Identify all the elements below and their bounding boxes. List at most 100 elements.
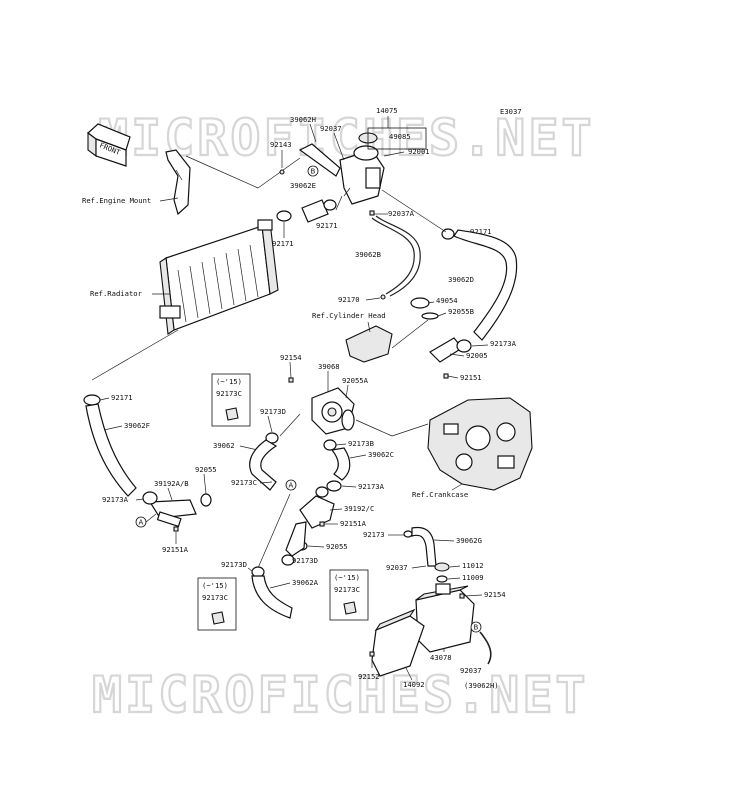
clamp-icon-left-top [225,407,239,421]
part-92151a-m: 92151A [340,519,367,528]
part-39062a: 39062A [292,578,319,587]
clamp-92173a-m [326,480,342,492]
hose-39062h [298,143,341,177]
part-39062: 39062 [213,441,235,450]
clamp-92173a-r [456,339,472,353]
watermark-bottom: MICROFICHES.NET [92,666,589,724]
ref-radiator: Ref.Radiator [90,289,143,298]
callout-a-mid [285,479,297,491]
kit-bracket-14075 [367,127,427,150]
engine-mount-bracket [165,149,191,216]
part-39192c: 39192/C [344,504,374,513]
ref-crankcase: Ref.Crankcase [412,490,468,499]
part-92154-r: 92154 [484,590,506,599]
note-year-left-bottom: (~'15) [202,581,228,590]
clamp-92171-b [323,199,337,211]
thermostat-49054 [410,297,430,309]
part-92001: 92001 [408,147,430,156]
part-92173a-l: 92173A [102,495,129,504]
callout-b-top-label: B [311,168,316,176]
hose-39062c [330,447,351,481]
part-14092: 14092 [403,680,425,689]
part-49054: 49054 [436,296,458,305]
part-92171-c: 92171 [470,227,492,236]
front-arrow-icon [87,123,131,167]
gasket-11009 [436,575,448,583]
clamp-92173a-l [142,491,158,505]
part-39062f: 39062F [124,421,150,430]
clamp-92037a [369,210,375,216]
part-39062c: 39062C [368,450,394,459]
clip-92143 [279,169,285,175]
note-part-right: 92173C [334,585,360,594]
cylinder-head-part [345,325,393,363]
part-39062b: 39062B [355,250,381,259]
cap-11012 [434,562,450,572]
hose-39062a [251,575,293,619]
part-92171-a: 92171 [272,239,294,248]
part-92152: 92152 [358,672,380,681]
radiator [159,219,279,335]
part-92170: 92170 [338,295,360,304]
part-43078: 43078 [430,653,452,662]
bolt-92154-r [459,593,465,599]
note-year-left-top: (~'15) [216,377,242,386]
clamp-near-39192c [315,486,329,498]
part-92055b: 92055B [448,307,474,316]
oring-92055-l [200,493,212,507]
hose-39062 [249,439,278,491]
pipe-39192c [285,521,307,557]
part-92037a: 92037A [388,209,415,218]
bolt-92154-top [288,377,294,383]
part-92171-d: 92171 [111,393,133,402]
part-92173d-1: 92173D [260,407,286,416]
reservoir-tank-43078 [415,583,475,653]
part-14075: 14075 [376,106,398,115]
part-92154-top: 92154 [280,353,302,362]
part-92151: 92151 [460,373,482,382]
part-92143: 92143 [270,140,292,149]
note-part-left-bottom: 92173C [202,593,228,602]
part-39068: 39068 [318,362,340,371]
hose-39062g [411,526,437,567]
part-11012: 11012 [462,561,484,570]
part-39062h-b: (39062H) [464,681,499,690]
clamp-icon-right [343,601,357,615]
bolt-92151a-l [173,526,179,532]
hose-39062f [85,403,137,497]
thermostat-cover-92005 [429,337,463,363]
part-92173d-3: 92173D [221,560,247,569]
callout-b-bottom [470,621,482,633]
bolt-92152 [369,651,375,657]
ref-engine-mount: Ref.Engine Mount [82,196,151,205]
clamp-92173 [403,530,413,538]
part-92055-l: 92055 [195,465,217,474]
bolt-92151a-m [319,521,325,527]
ref-cylinder-head: Ref.Cylinder Head [312,311,386,320]
callout-b-top [307,165,319,177]
pipe-39192ab [156,511,182,528]
part-92173: 92173 [363,530,385,539]
gasket-92055b [421,312,439,320]
part-11009: 11009 [462,573,484,582]
part-92037-r: 92037 [386,563,408,572]
part-92171-b: 92171 [316,221,338,230]
callout-a-mid-label: A [289,482,294,490]
clamp-92173b [323,439,337,451]
part-39062h: 39062H [290,115,316,124]
note-box-left-bottom [197,577,237,631]
crankcase [427,397,533,491]
fitting-39192c [299,495,335,529]
note-part-left-top: 92173C [216,389,242,398]
clamp-92171-a [276,210,292,222]
part-49085: 49085 [389,132,411,141]
callout-b-bottom-label: B [474,624,479,632]
note-box-right [329,569,369,621]
hose-39062b [371,217,415,295]
hose-39062e [301,199,329,223]
part-92173b: 92173B [348,439,374,448]
part-92037-top: 92037 [320,124,342,133]
clamp-92173d-2 [281,554,295,566]
part-39192ab: 39192A/B [154,479,189,488]
